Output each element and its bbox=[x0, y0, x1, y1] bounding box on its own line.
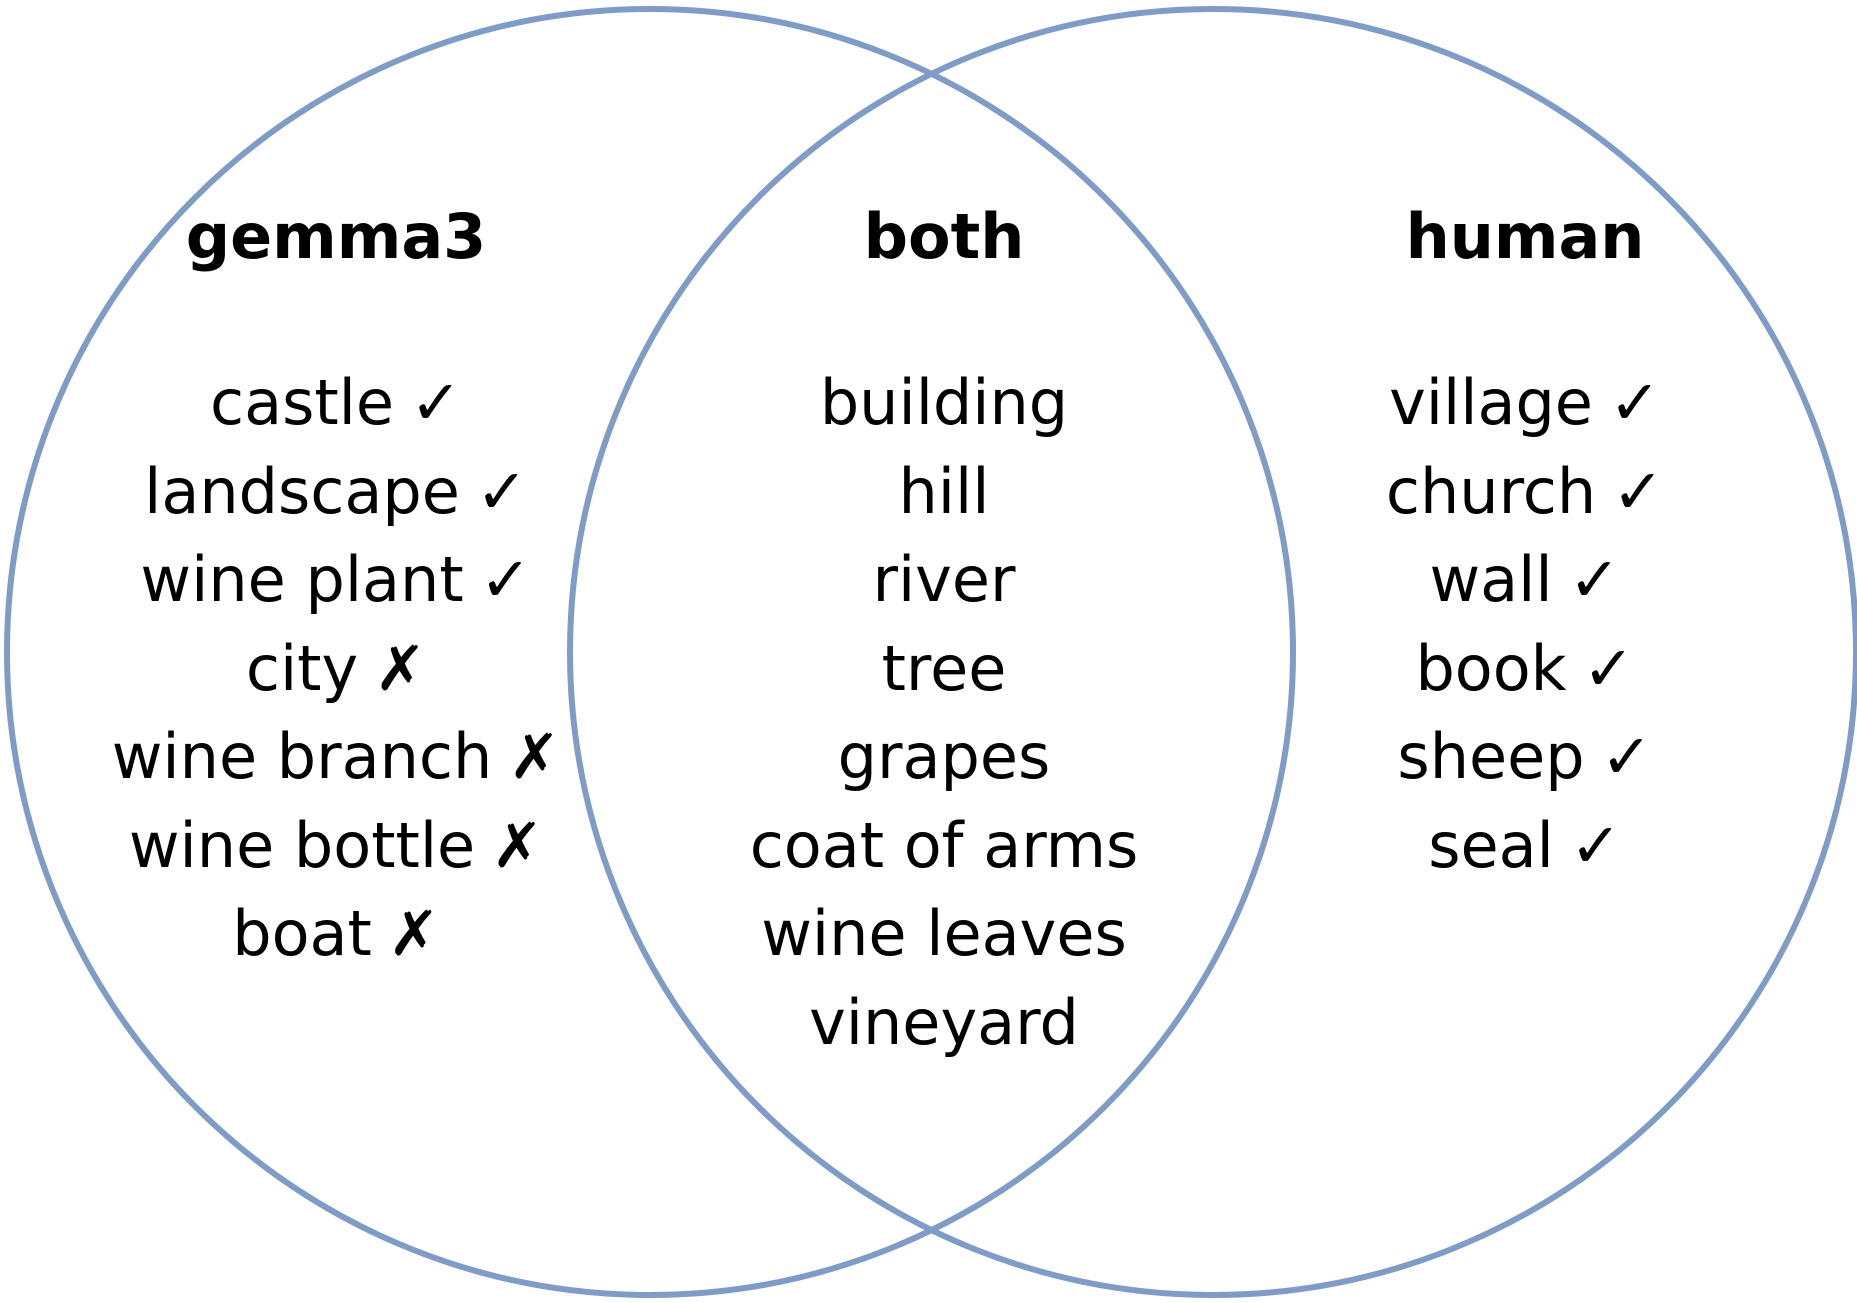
venn-item: tree bbox=[750, 625, 1139, 714]
venn-circle-human bbox=[567, 6, 1857, 1298]
venn-item: vineyard bbox=[750, 979, 1139, 1068]
set-heading-both: both bbox=[863, 200, 1025, 273]
set-items-human: village✓church✓wall✓book✓sheep✓seal✓ bbox=[1386, 359, 1664, 890]
venn-item-label: book bbox=[1415, 631, 1567, 705]
venn-item: grapes bbox=[750, 713, 1139, 802]
set-items-both: building hill river tree grapes coat of arms w… bbox=[750, 359, 1139, 1067]
venn-item: wine leaves bbox=[750, 890, 1139, 979]
venn-item-label: coat of arms bbox=[749, 808, 1139, 882]
venn-item-label: seal bbox=[1428, 808, 1554, 882]
cross-icon: ✗ bbox=[508, 720, 561, 793]
venn-item: boat✗ bbox=[112, 890, 561, 979]
venn-item: seal✓ bbox=[1386, 802, 1664, 891]
set-items-gemma3: castle✓landscape✓wine plant✓city✗wine br… bbox=[112, 359, 561, 979]
venn-item-label: landscape bbox=[144, 454, 460, 528]
venn-item: landscape✓ bbox=[112, 448, 561, 537]
venn-item-label: castle bbox=[209, 366, 395, 439]
venn-item: wine bottle✗ bbox=[112, 802, 561, 891]
check-icon: ✓ bbox=[1569, 808, 1622, 882]
cross-icon: ✗ bbox=[374, 631, 427, 705]
venn-item: church✓ bbox=[1386, 448, 1664, 537]
venn-item: wine branch✗ bbox=[112, 713, 561, 802]
check-icon: ✓ bbox=[475, 454, 528, 528]
venn-item-label: river bbox=[872, 543, 1016, 616]
venn-item-label: hill bbox=[898, 454, 990, 528]
cross-icon: ✗ bbox=[387, 897, 440, 970]
set-column-both: both building hill river tree grapes coat of … bbox=[750, 195, 1139, 1067]
venn-item: book✓ bbox=[1386, 625, 1664, 714]
check-icon: ✓ bbox=[1608, 366, 1661, 439]
check-icon: ✓ bbox=[479, 543, 532, 616]
check-icon: ✓ bbox=[1612, 454, 1665, 528]
venn-item-label: wine branch bbox=[111, 720, 493, 793]
venn-item-label: wall bbox=[1429, 543, 1553, 616]
venn-circle-gemma3 bbox=[4, 6, 1296, 1298]
venn-item-label: boat bbox=[232, 897, 372, 970]
venn-item-label: sheep bbox=[1397, 720, 1585, 793]
check-icon: ✓ bbox=[1582, 631, 1635, 705]
venn-item-label: building bbox=[819, 366, 1069, 439]
venn-item: city✗ bbox=[112, 625, 561, 714]
cross-icon: ✗ bbox=[491, 808, 544, 882]
venn-item-label: grapes bbox=[837, 720, 1051, 793]
venn-item: wine plant✓ bbox=[112, 536, 561, 625]
venn-item-label: wine bottle bbox=[128, 808, 476, 882]
venn-item-label: wine plant bbox=[140, 543, 464, 616]
check-icon: ✓ bbox=[1600, 720, 1653, 793]
venn-item: sheep✓ bbox=[1386, 713, 1664, 802]
set-column-gemma3: gemma3 castle✓landscape✓wine plant✓city✗… bbox=[112, 195, 561, 979]
venn-item: river bbox=[750, 536, 1139, 625]
venn-item: building bbox=[750, 359, 1139, 448]
venn-item: coat of arms bbox=[750, 802, 1139, 891]
set-heading-gemma3: gemma3 bbox=[185, 200, 487, 273]
venn-item: village✓ bbox=[1386, 359, 1664, 448]
venn-item-label: city bbox=[245, 631, 359, 705]
venn-item-label: vineyard bbox=[809, 985, 1079, 1059]
set-column-human: human village✓church✓wall✓book✓sheep✓sea… bbox=[1386, 195, 1664, 890]
venn-item: castle✓ bbox=[112, 359, 561, 448]
check-icon: ✓ bbox=[410, 366, 462, 439]
check-icon: ✓ bbox=[1568, 543, 1621, 616]
venn-item-label: tree bbox=[881, 631, 1007, 705]
venn-item-label: village bbox=[1389, 366, 1593, 439]
venn-item: wall✓ bbox=[1386, 536, 1664, 625]
venn-item: hill bbox=[750, 448, 1139, 537]
set-heading-human: human bbox=[1405, 200, 1645, 273]
venn-item-label: wine leaves bbox=[761, 897, 1127, 970]
venn-item-label: church bbox=[1385, 454, 1597, 528]
